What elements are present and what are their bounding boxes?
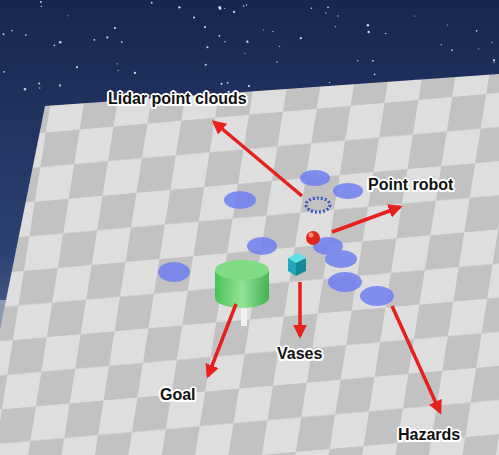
leader-arrow bbox=[214, 122, 302, 196]
star bbox=[151, 2, 153, 4]
star bbox=[244, 53, 245, 54]
star bbox=[93, 39, 95, 41]
lidar-ring bbox=[306, 198, 330, 212]
star bbox=[335, 26, 336, 27]
star bbox=[24, 88, 27, 91]
star bbox=[59, 84, 61, 86]
star bbox=[178, 6, 180, 8]
star bbox=[493, 59, 495, 61]
leader-arrow bbox=[332, 207, 400, 232]
star bbox=[224, 41, 225, 42]
floor-shade bbox=[0, 74, 499, 455]
star bbox=[25, 34, 27, 36]
star bbox=[248, 85, 250, 87]
star bbox=[40, 1, 42, 3]
leader-arrow bbox=[298, 282, 302, 336]
star bbox=[227, 82, 229, 84]
star bbox=[272, 31, 273, 32]
goal-cylinder bbox=[215, 260, 269, 326]
callout-label: Hazards bbox=[398, 426, 460, 444]
star bbox=[491, 42, 492, 43]
star bbox=[367, 31, 369, 33]
callout-label: Vases bbox=[277, 345, 322, 363]
star bbox=[233, 11, 235, 13]
star bbox=[325, 12, 326, 13]
star bbox=[76, 66, 78, 68]
stars bbox=[3, 1, 496, 93]
star bbox=[220, 83, 222, 85]
star bbox=[385, 33, 387, 35]
star bbox=[205, 64, 207, 66]
star bbox=[117, 63, 118, 64]
star bbox=[447, 25, 448, 26]
star bbox=[494, 62, 495, 63]
star bbox=[478, 48, 479, 49]
star bbox=[54, 45, 56, 47]
vase-cube bbox=[288, 253, 306, 276]
star bbox=[134, 72, 136, 74]
star bbox=[357, 60, 358, 61]
star bbox=[106, 36, 108, 38]
star bbox=[114, 27, 116, 29]
star bbox=[118, 70, 119, 71]
star bbox=[38, 83, 40, 85]
star bbox=[3, 71, 5, 73]
star bbox=[193, 16, 195, 18]
star bbox=[224, 8, 225, 9]
star bbox=[246, 41, 248, 43]
star bbox=[39, 87, 40, 88]
star bbox=[337, 15, 338, 16]
star bbox=[414, 15, 415, 16]
star bbox=[218, 6, 221, 9]
star bbox=[11, 30, 13, 32]
star bbox=[59, 41, 62, 44]
star bbox=[374, 73, 376, 75]
star bbox=[279, 46, 280, 47]
star bbox=[367, 24, 370, 27]
star bbox=[206, 46, 208, 48]
callout-label: Point robot bbox=[368, 176, 453, 194]
leader-arrow bbox=[392, 306, 440, 412]
star bbox=[300, 37, 302, 39]
callout-label: Goal bbox=[160, 386, 196, 404]
checkered-floor bbox=[0, 74, 499, 455]
star bbox=[243, 5, 245, 7]
star bbox=[476, 30, 478, 32]
star bbox=[451, 49, 453, 51]
star bbox=[327, 6, 329, 8]
star bbox=[246, 4, 247, 5]
star bbox=[218, 35, 220, 37]
star bbox=[372, 60, 374, 62]
star bbox=[311, 7, 313, 9]
star bbox=[276, 61, 278, 63]
star bbox=[41, 6, 42, 7]
hazards bbox=[158, 170, 394, 306]
point-robot bbox=[306, 231, 320, 245]
star bbox=[3, 33, 5, 35]
star bbox=[440, 44, 441, 45]
star bbox=[68, 15, 69, 16]
star bbox=[204, 26, 206, 28]
star bbox=[121, 41, 123, 43]
star bbox=[329, 82, 330, 83]
callout-label: Lidar point clouds bbox=[108, 90, 247, 108]
leader-arrows bbox=[208, 122, 440, 412]
leader-arrow bbox=[208, 304, 236, 376]
star bbox=[263, 29, 264, 30]
